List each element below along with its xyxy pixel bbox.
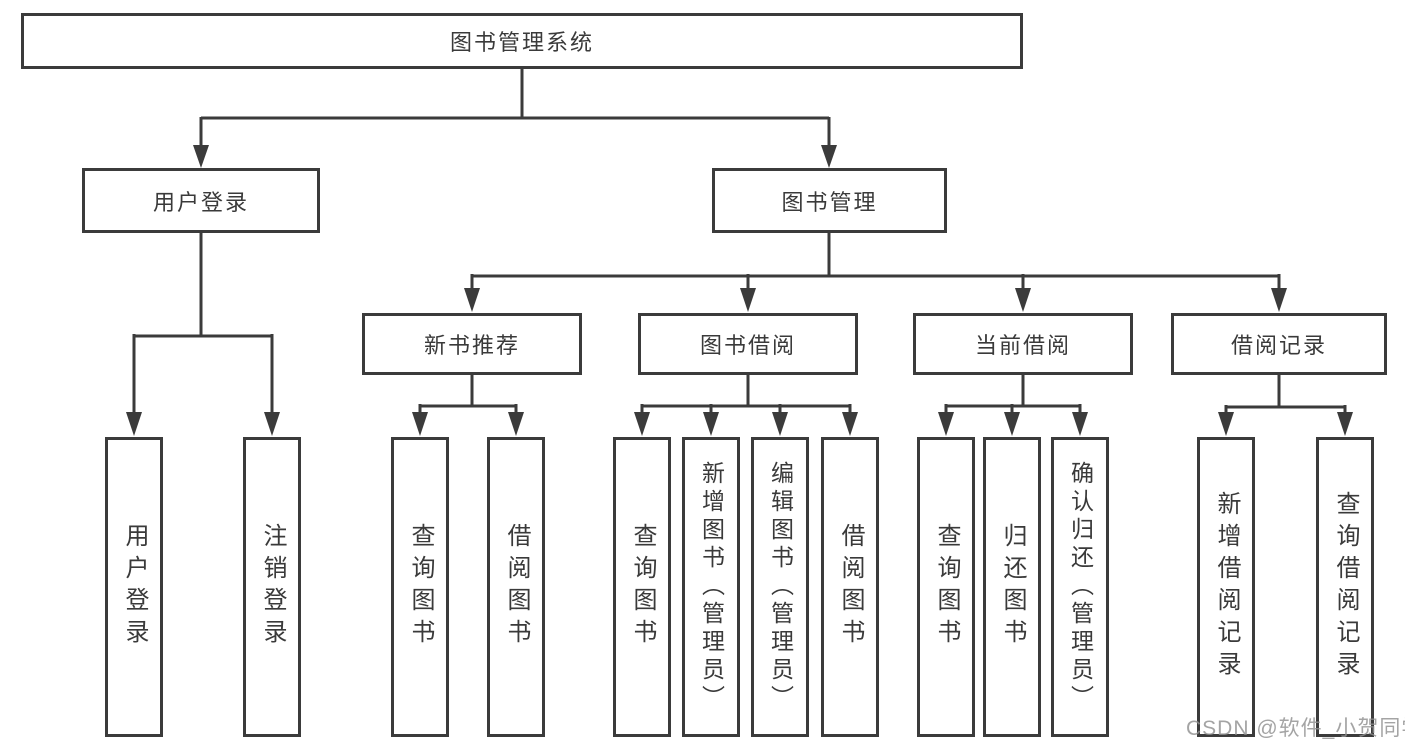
arrowhead xyxy=(1072,412,1088,436)
node-book-management: 图书管理 xyxy=(712,168,947,233)
arrowhead xyxy=(634,412,650,436)
node-user-login: 用户登录 xyxy=(82,168,320,233)
node-root-library-system: 图书管理系统 xyxy=(21,13,1023,69)
arrowhead xyxy=(740,288,756,312)
node-label: 用户登录 xyxy=(121,523,148,651)
leaf-return-books: 归还图书 xyxy=(983,437,1041,737)
arrowhead xyxy=(264,412,280,436)
arrowhead xyxy=(508,412,524,436)
node-label: 图书借阅 xyxy=(699,333,796,358)
node-label: 用户登录 xyxy=(152,189,249,215)
arrowhead xyxy=(1271,288,1287,312)
node-label: 新书推荐 xyxy=(423,333,520,358)
arrowhead xyxy=(938,412,954,436)
node-label: 查询借阅记录 xyxy=(1332,491,1359,683)
leaf-confirm-return-admin: 确认归还（管理员） xyxy=(1051,437,1109,737)
node-label: 新增图书（管理员） xyxy=(698,461,725,713)
leaf-query-books-recommend: 查询图书 xyxy=(391,437,449,737)
node-label: 新增借阅记录 xyxy=(1213,491,1240,683)
node-label: 编辑图书（管理员） xyxy=(767,461,794,713)
node-label: 借阅图书 xyxy=(503,523,530,651)
node-label: 查询图书 xyxy=(629,523,656,651)
arrowhead xyxy=(842,412,858,436)
leaf-query-books-borrowing: 查询图书 xyxy=(613,437,671,737)
leaf-borrow-books-borrowing: 借阅图书 xyxy=(821,437,879,737)
node-label: 借阅记录 xyxy=(1230,333,1327,358)
arrowhead xyxy=(772,412,788,436)
node-label: 归还图书 xyxy=(999,523,1026,651)
arrowhead xyxy=(1218,412,1234,436)
arrowhead xyxy=(703,412,719,436)
leaf-borrow-books-recommend: 借阅图书 xyxy=(487,437,545,737)
arrowhead xyxy=(464,288,480,312)
node-label: 图书管理 xyxy=(781,189,878,215)
node-label: 查询图书 xyxy=(407,523,434,651)
node-label: 借阅图书 xyxy=(837,523,864,651)
arrowhead xyxy=(412,412,428,436)
leaf-user-login: 用户登录 xyxy=(105,437,163,737)
node-label: 当前借阅 xyxy=(974,333,1071,358)
arrowhead xyxy=(193,145,209,168)
leaf-add-books-admin: 新增图书（管理员） xyxy=(682,437,740,737)
arrowhead xyxy=(1015,288,1031,312)
arrowhead xyxy=(126,412,142,436)
leaf-logout: 注销登录 xyxy=(243,437,301,737)
node-borrowing-records: 借阅记录 xyxy=(1171,313,1387,375)
leaf-edit-books-admin: 编辑图书（管理员） xyxy=(751,437,809,737)
node-label: 注销登录 xyxy=(259,523,286,651)
leaf-query-borrow-record: 查询借阅记录 xyxy=(1316,437,1374,737)
node-new-book-recommend: 新书推荐 xyxy=(362,313,582,375)
arrowhead xyxy=(821,145,837,168)
node-book-borrowing: 图书借阅 xyxy=(638,313,858,375)
csdn-watermark: CSDN @软件_小贺同学 xyxy=(1186,717,1405,740)
node-label: 查询图书 xyxy=(933,523,960,651)
node-current-borrowing: 当前借阅 xyxy=(913,313,1133,375)
arrowhead xyxy=(1337,412,1353,436)
node-label: 确认归还（管理员） xyxy=(1067,461,1094,713)
node-label: 图书管理系统 xyxy=(449,30,594,55)
leaf-add-borrow-record: 新增借阅记录 xyxy=(1197,437,1255,737)
arrowhead xyxy=(1004,412,1020,436)
leaf-query-books-current: 查询图书 xyxy=(917,437,975,737)
